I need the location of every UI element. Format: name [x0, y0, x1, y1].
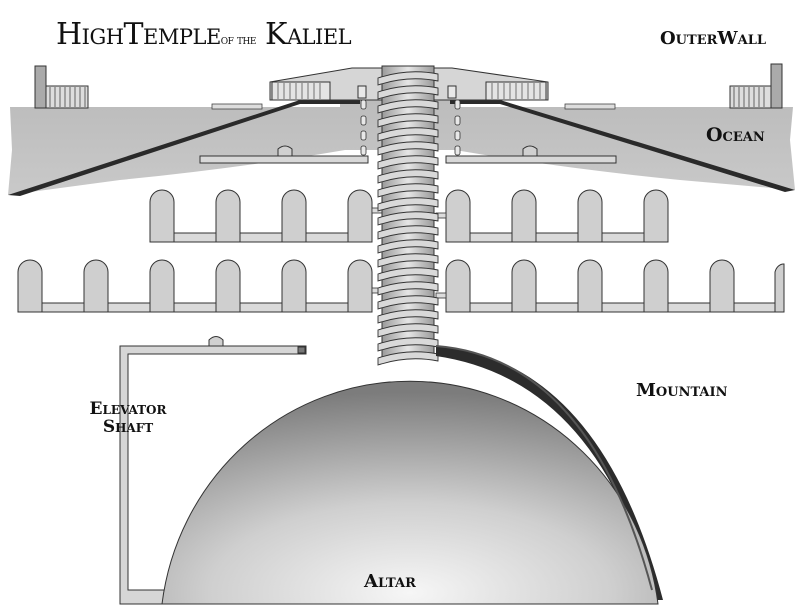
- label-altar: Altar: [364, 571, 416, 592]
- helix-coil: [377, 71, 439, 86]
- upper-floor-left: [199, 145, 369, 164]
- helix-coil: [377, 295, 439, 310]
- helix-coil: [377, 141, 439, 156]
- helix-coil: [377, 169, 439, 184]
- diagram-title: HighTempleof the Kaliel: [56, 17, 352, 52]
- label-elevator-shaft: Elevator Shaft: [68, 399, 188, 437]
- lower-level-right: [445, 259, 785, 313]
- surface-slopes: [8, 100, 795, 196]
- label-mountain: Mountain: [636, 380, 728, 401]
- title-part-connector: of the: [220, 33, 257, 48]
- lower-level-left: [17, 259, 373, 313]
- label-ocean: Ocean: [706, 124, 765, 146]
- helix-coil: [377, 113, 439, 128]
- helix-coil: [377, 85, 439, 100]
- helix-coil: [377, 127, 439, 142]
- altar-dome: [161, 345, 663, 605]
- helix-coil: [377, 281, 439, 296]
- outer-wall-left: [34, 65, 89, 109]
- helix-shaft: [377, 65, 439, 366]
- helix-coil: [377, 197, 439, 212]
- outer-wall-right: [729, 63, 783, 109]
- middle-level-right: [445, 189, 669, 243]
- helix-coil: [377, 155, 439, 170]
- helix-coil: [377, 351, 439, 366]
- title-part-temple: HighTemple: [56, 17, 221, 52]
- helix-coil: [377, 239, 439, 254]
- helix-coil: [377, 225, 439, 240]
- label-outer-wall: OuterWall: [660, 28, 766, 49]
- upper-floor-right: [445, 145, 617, 164]
- helix-coil: [377, 309, 439, 324]
- helix-coil: [377, 211, 439, 226]
- label-elevator-line1: Elevator: [89, 399, 167, 419]
- title-part-kaliel: Kaliel: [265, 17, 352, 52]
- helix-coil: [377, 99, 439, 114]
- shaft-niches: [360, 99, 461, 156]
- helix-coil: [377, 253, 439, 268]
- middle-level-left: [149, 189, 373, 243]
- helix-coil: [377, 267, 439, 282]
- helix-coil: [377, 183, 439, 198]
- helix-coil: [377, 323, 439, 338]
- label-elevator-line2: Shaft: [102, 416, 154, 437]
